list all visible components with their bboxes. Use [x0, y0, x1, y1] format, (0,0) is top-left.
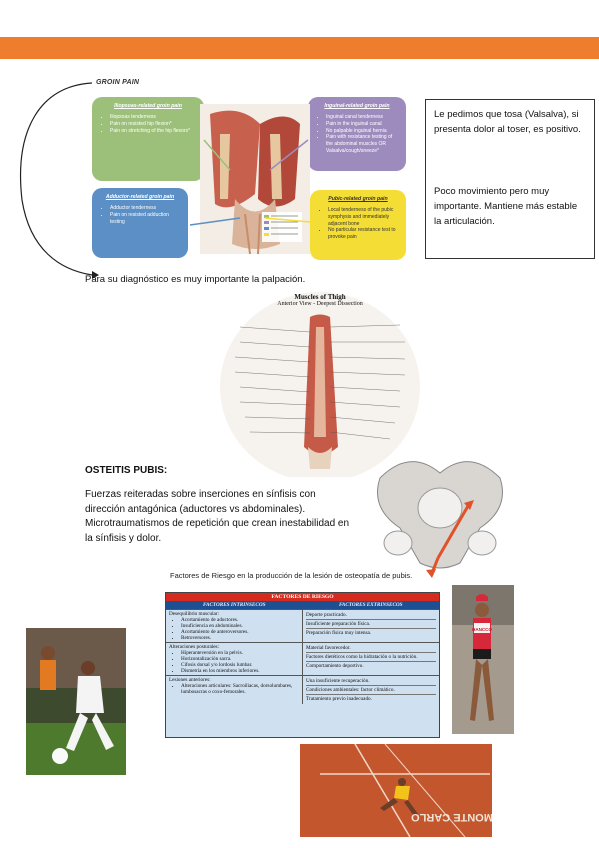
table-row: Desequilibrio muscular: Acortamiento de …	[166, 609, 439, 642]
list-item: Retroversores.	[181, 635, 299, 641]
runner-photo: HANCCO	[452, 585, 514, 734]
inguinal-box: Inguinal-related groin pain Inguinal can…	[308, 97, 406, 171]
note-movement: Poco movimiento pero muy importante. Man…	[434, 186, 578, 227]
osteitis-title: OSTEITIS PUBIS:	[85, 465, 168, 476]
list-item: Pain on resisted hip flexion*	[110, 121, 196, 128]
col-extrinsic: FACTORES EXTRINSECOS	[338, 602, 403, 608]
groin-muscles-illustration	[200, 104, 310, 254]
cell-line: Tratamiento previo inadecuado.	[306, 696, 372, 702]
pubic-box-title: Pubic-related groin pain	[328, 196, 388, 202]
pubic-box: Pubic-related groin pain Local tendernes…	[310, 190, 406, 260]
list-item: No palpable inguinal hernia	[326, 128, 398, 135]
col-intrinsic: FACTORES INTRINSECOS	[203, 602, 266, 608]
list-item: Pain in the inguinal canal	[326, 121, 398, 128]
notes-box: Le pedimos que tosa (Valsalva), si prese…	[425, 99, 595, 259]
table-row: Lesiones anteriores: Alteraciones articu…	[166, 675, 439, 704]
list-item: Pain on resisted adduction testing	[110, 212, 180, 226]
soccer-player-photo	[26, 628, 126, 775]
risk-factors-table: FACTORES DE RIESGO FACTORES INTRINSECOS …	[165, 592, 440, 738]
cell-line: Insuficiente preparación física.	[306, 620, 436, 629]
table-cell: Lesiones anteriores: Alteraciones articu…	[166, 676, 303, 704]
cell-line: Material favorecedor.	[306, 644, 436, 653]
cell-line: Comportamiento deportivo.	[306, 663, 364, 669]
list-item: Alteraciones articulares: Sacroiliacas, …	[181, 683, 299, 695]
table-header: FACTORES INTRINSECOS FACTORES EXTRINSECO…	[166, 601, 439, 609]
list-item: Adductor tenderness	[110, 205, 180, 212]
adductor-box: Adductor-related groin pain Adductor ten…	[92, 188, 188, 258]
list-item: Pain on stretching of the hip flexors*	[110, 128, 196, 135]
table-row: Alteraciones posturales: Hiperanteversió…	[166, 642, 439, 675]
table-title: FACTORES DE RIESGO	[166, 593, 439, 601]
inguinal-box-title: Inguinal-related groin pain	[324, 103, 390, 109]
tennis-player-photo: MONTE CARLO	[300, 744, 492, 837]
note-valsalva: Le pedimos que tosa (Valsalva), si prese…	[434, 109, 581, 135]
iliopsoas-box: Iliopsoas-related groin pain Iliopsoas t…	[92, 97, 204, 181]
diagnosis-text: Para su diagnóstico es muy importante la…	[85, 274, 306, 285]
thigh-figure-title: Muscles of Thigh	[294, 293, 346, 301]
list-item: Inguinal canal tenderness	[326, 114, 398, 121]
cell-line: Una insuficiente recuperación.	[306, 677, 436, 686]
cell-title: Alteraciones posturales:	[169, 644, 219, 650]
cell-line: Factores dietéticos como la hidratación …	[306, 653, 436, 662]
iliopsoas-box-title: Iliopsoas-related groin pain	[114, 103, 182, 109]
list-item: Iliopsoas tenderness	[110, 114, 196, 121]
table-cell: Una insuficiente recuperación. Condicion…	[303, 676, 439, 704]
connector-lines	[189, 139, 311, 226]
list-item: Pain with resistance testing of the abdo…	[326, 134, 398, 154]
table-cell: Desequilibrio muscular: Acortamiento de …	[166, 610, 303, 642]
list-item: Acortamiento de aductores.	[181, 617, 299, 623]
table-cell: Deporte practicado. Insuficiente prepara…	[303, 610, 439, 642]
cell-line: Condiciones ambientales: factor climátic…	[306, 686, 436, 695]
list-item: Dismetría en los miembros inferiores.	[181, 668, 299, 674]
cell-line: Deporte practicado.	[306, 611, 436, 620]
factors-caption: Factores de Riesgo en la producción de l…	[170, 571, 413, 580]
list-item: Insuficiencia en abdominales.	[181, 623, 299, 629]
runner-bib-text: HANCCO	[472, 627, 492, 632]
list-item: Hiperanteversión en la pelvis.	[181, 650, 299, 656]
list-item: Cifosis dorsal y/o lordosis lumbar.	[181, 662, 299, 668]
header-bar	[0, 37, 599, 59]
thigh-muscles-figure	[220, 292, 420, 477]
list-item: No particular resistance test to provoke…	[328, 227, 398, 241]
table-cell: Material favorecedor. Factores dietético…	[303, 643, 439, 675]
cell-title: Lesiones anteriores:	[169, 677, 211, 683]
groin-pain-title: GROIN PAIN	[96, 79, 140, 86]
court-text: MONTE CARLO	[411, 811, 492, 823]
adductor-box-title: Adductor-related groin pain	[105, 194, 175, 200]
thigh-figure-subtitle: Anterior View - Deepest Dissection	[277, 301, 363, 307]
pelvis-illustration	[377, 461, 503, 578]
list-item: Horizontalización sacra.	[181, 656, 299, 662]
list-item: Local tenderness of the pubic symphysis …	[328, 207, 398, 227]
cell-title: Desequilibrio muscular:	[169, 611, 219, 617]
table-cell: Alteraciones posturales: Hiperanteversió…	[166, 643, 303, 675]
list-item: Acortamiento de anteroversores.	[181, 629, 299, 635]
curved-arrow	[20, 82, 99, 279]
cell-line: Preparación física muy intensa.	[306, 630, 372, 636]
osteitis-description: Fuerzas reiteradas sobre inserciones en …	[85, 489, 350, 544]
